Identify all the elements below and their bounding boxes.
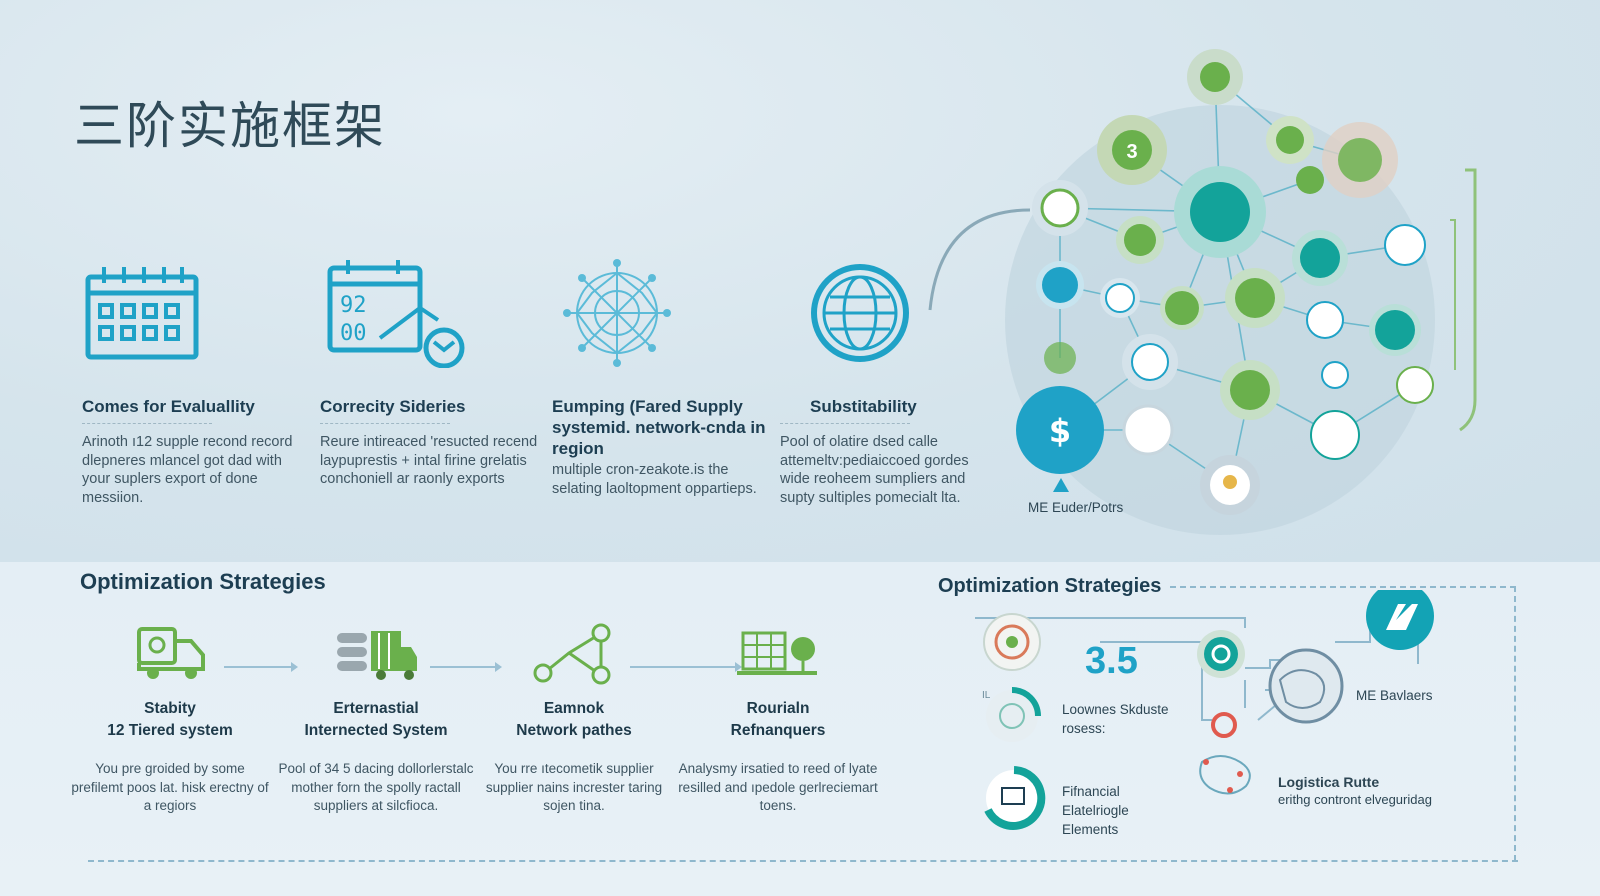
flow-arrow — [630, 662, 742, 672]
network-mesh-icon — [563, 259, 671, 367]
bottom-divider — [88, 860, 1518, 862]
network-label: ME Euder/Potrs — [1028, 500, 1124, 515]
feature-desc: Arinoth ı12 supple recond record dlepner… — [82, 434, 293, 506]
calendar-icon — [85, 267, 199, 360]
strategy-title: Erternastial — [333, 700, 419, 717]
strategy-stability: Stabity 12 Tiered system You pre groided … — [70, 620, 270, 816]
svg-text:$: $ — [1049, 412, 1071, 450]
feature-evaluation: Comes for Evaluallity Arinoth ı12 supple… — [82, 258, 312, 507]
divider — [320, 423, 450, 425]
svg-text:92: 92 — [340, 293, 367, 318]
metric-value: 3.5 — [1085, 640, 1138, 682]
metric-label-4-desc: erithg contront elveguridag — [1278, 792, 1432, 807]
svg-text:00: 00 — [340, 321, 367, 346]
network-badge: 3 — [1126, 141, 1137, 163]
strategy-desc: Analysmy irsatied to reed of lyate resil… — [678, 761, 878, 813]
section-title-left: Optimization Strategies — [80, 569, 326, 594]
strategy-title: Rourialn — [746, 700, 810, 717]
bottom-band — [0, 562, 1600, 896]
network-nodes: 3 $ — [1016, 49, 1434, 515]
metric-mark: IL — [982, 690, 991, 701]
right-panel-icons — [983, 590, 1434, 830]
strategy-desc: Pool of 34 5 dacing dollorlerstalc mothe… — [278, 761, 474, 813]
feature-desc: Reure intireaced 'resucted recend laypup… — [320, 434, 538, 487]
solar-panel-icon — [737, 631, 817, 675]
section-title-right: Optimization Strategies — [938, 575, 1162, 597]
metric-label-2: Fifnancial Elatelriogle Elements — [1062, 784, 1129, 837]
supply-network-diagram: 3 $ ME Euder/Potrs — [928, 49, 1477, 535]
strategy-subtitle: 12 Tiered system — [107, 722, 233, 739]
divider — [780, 423, 910, 425]
page-title: 三阶实施框架 — [74, 97, 386, 155]
right-panel-connectors — [975, 590, 1434, 830]
strategy-subtitle: Internected System — [304, 722, 448, 739]
metric-label-1: Loownes Skduste rosess: — [1062, 702, 1169, 736]
calendar-sync-icon: 92 00 — [327, 260, 465, 368]
delivery-truck-icon — [137, 627, 205, 679]
feature-correcity: 92 00 Correcity Sideries Reure intireace… — [320, 258, 550, 489]
flow-arrow — [430, 662, 502, 672]
feature-desc: Pool of olatire dsed calle attemeltv:ped… — [780, 434, 969, 506]
feature-title: Substitability — [810, 397, 917, 416]
divider — [82, 423, 212, 425]
strategy-desc: You pre groided by some prefilemt poos l… — [71, 761, 269, 813]
feature-title: Correcity Sideries — [320, 397, 466, 416]
feature-title: Eumping (Fared Supply systemid. network-… — [552, 397, 766, 458]
strategy-title: Eamnok — [543, 700, 605, 717]
freight-truck-icon — [337, 631, 417, 680]
flow-arrow — [224, 662, 298, 672]
metric-label-3: ME Bavlaers — [1356, 688, 1433, 703]
strategy-desc: You rre ıtecometik supplier supplier nai… — [485, 761, 663, 813]
strategy-title: Stabity — [144, 700, 196, 717]
strategy-subtitle: Refnanquers — [730, 722, 826, 739]
feature-supply: Eumping (Fared Supply systemid. network-… — [552, 258, 767, 498]
network-path-icon — [533, 623, 611, 685]
feature-title: Comes for Evaluallity — [82, 397, 255, 416]
right-panel-frame — [1170, 586, 1516, 861]
globe-icon — [811, 264, 909, 362]
strategy-subtitle: Network pathes — [516, 722, 632, 739]
feature-desc: multiple cron-zeakote.is the selating la… — [552, 462, 757, 497]
feature-substitability: Substitability Pool of olatire dsed call… — [780, 258, 980, 507]
metric-label-4-title: Logistica Rutte — [1278, 774, 1380, 790]
